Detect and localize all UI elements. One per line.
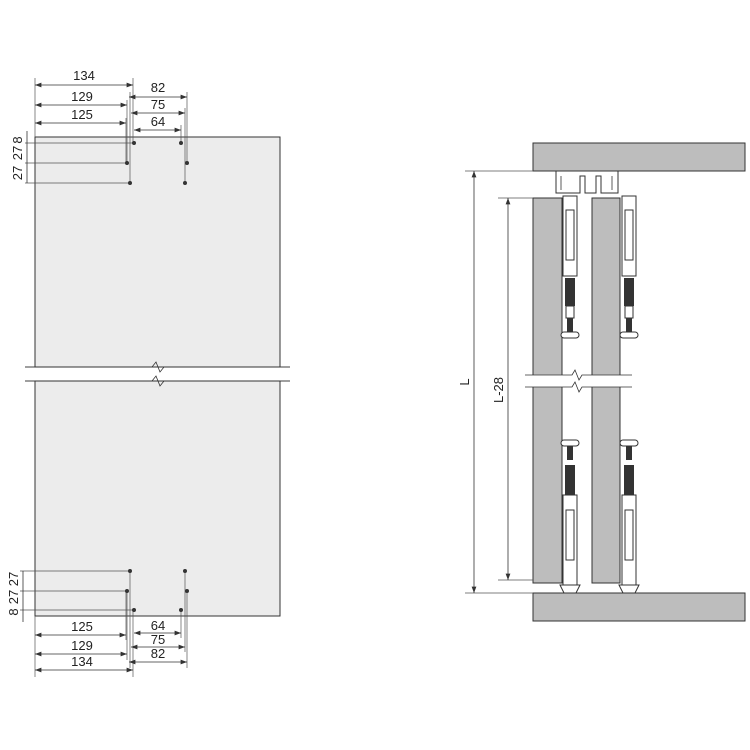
dim-27-top-a: 27 (10, 146, 25, 160)
break-line (25, 361, 290, 387)
dim-75-top: 75 (151, 97, 165, 112)
bottom-drill-holes (125, 569, 189, 612)
dim-75-bottom: 75 (151, 632, 165, 647)
dim-27-bottom-b: 27 (6, 572, 21, 586)
panel-lower (34, 380, 281, 617)
dim-125-bottom: 125 (71, 619, 93, 634)
door-right (591, 197, 621, 584)
top-dimension-lines (26, 82, 187, 183)
dim-125-top: 125 (71, 107, 93, 122)
section-break-line (520, 369, 640, 393)
dim-27-top-b: 27 (10, 166, 25, 180)
height-dimensions (465, 170, 533, 594)
top-track-profile (555, 170, 619, 194)
dim-64-bottom: 64 (151, 618, 165, 633)
door-panel-front-view (25, 136, 290, 617)
dim-134-top: 134 (73, 68, 95, 83)
top-rail-board (532, 142, 746, 172)
top-extension-lines (25, 78, 188, 184)
bottom-extension-lines (20, 570, 188, 677)
dim-129-bottom: 129 (71, 638, 93, 653)
dim-129-top: 129 (71, 89, 93, 104)
dim-8-bottom: 8 (6, 608, 21, 615)
top-drill-holes (125, 141, 189, 185)
dim-L-28: L-28 (491, 377, 506, 403)
bottom-guide-left (559, 439, 581, 594)
dim-134-bottom: 134 (71, 654, 93, 669)
dim-64-top: 64 (151, 114, 165, 129)
dim-27-bottom-a: 27 (6, 590, 21, 604)
dim-L: L (457, 378, 472, 385)
dim-82-top: 82 (151, 80, 165, 95)
bottom-dimension-lines (22, 571, 187, 673)
dim-82-bottom: 82 (151, 646, 165, 661)
door-left (532, 197, 563, 584)
panel-upper (34, 136, 281, 368)
bottom-guide-right (618, 439, 640, 594)
top-running-gear-right (619, 195, 639, 339)
section-view: L L-28 (457, 142, 746, 622)
dim-8-top: 8 (10, 136, 25, 143)
top-running-gear-left (560, 195, 580, 339)
bottom-rail-board (532, 592, 746, 622)
